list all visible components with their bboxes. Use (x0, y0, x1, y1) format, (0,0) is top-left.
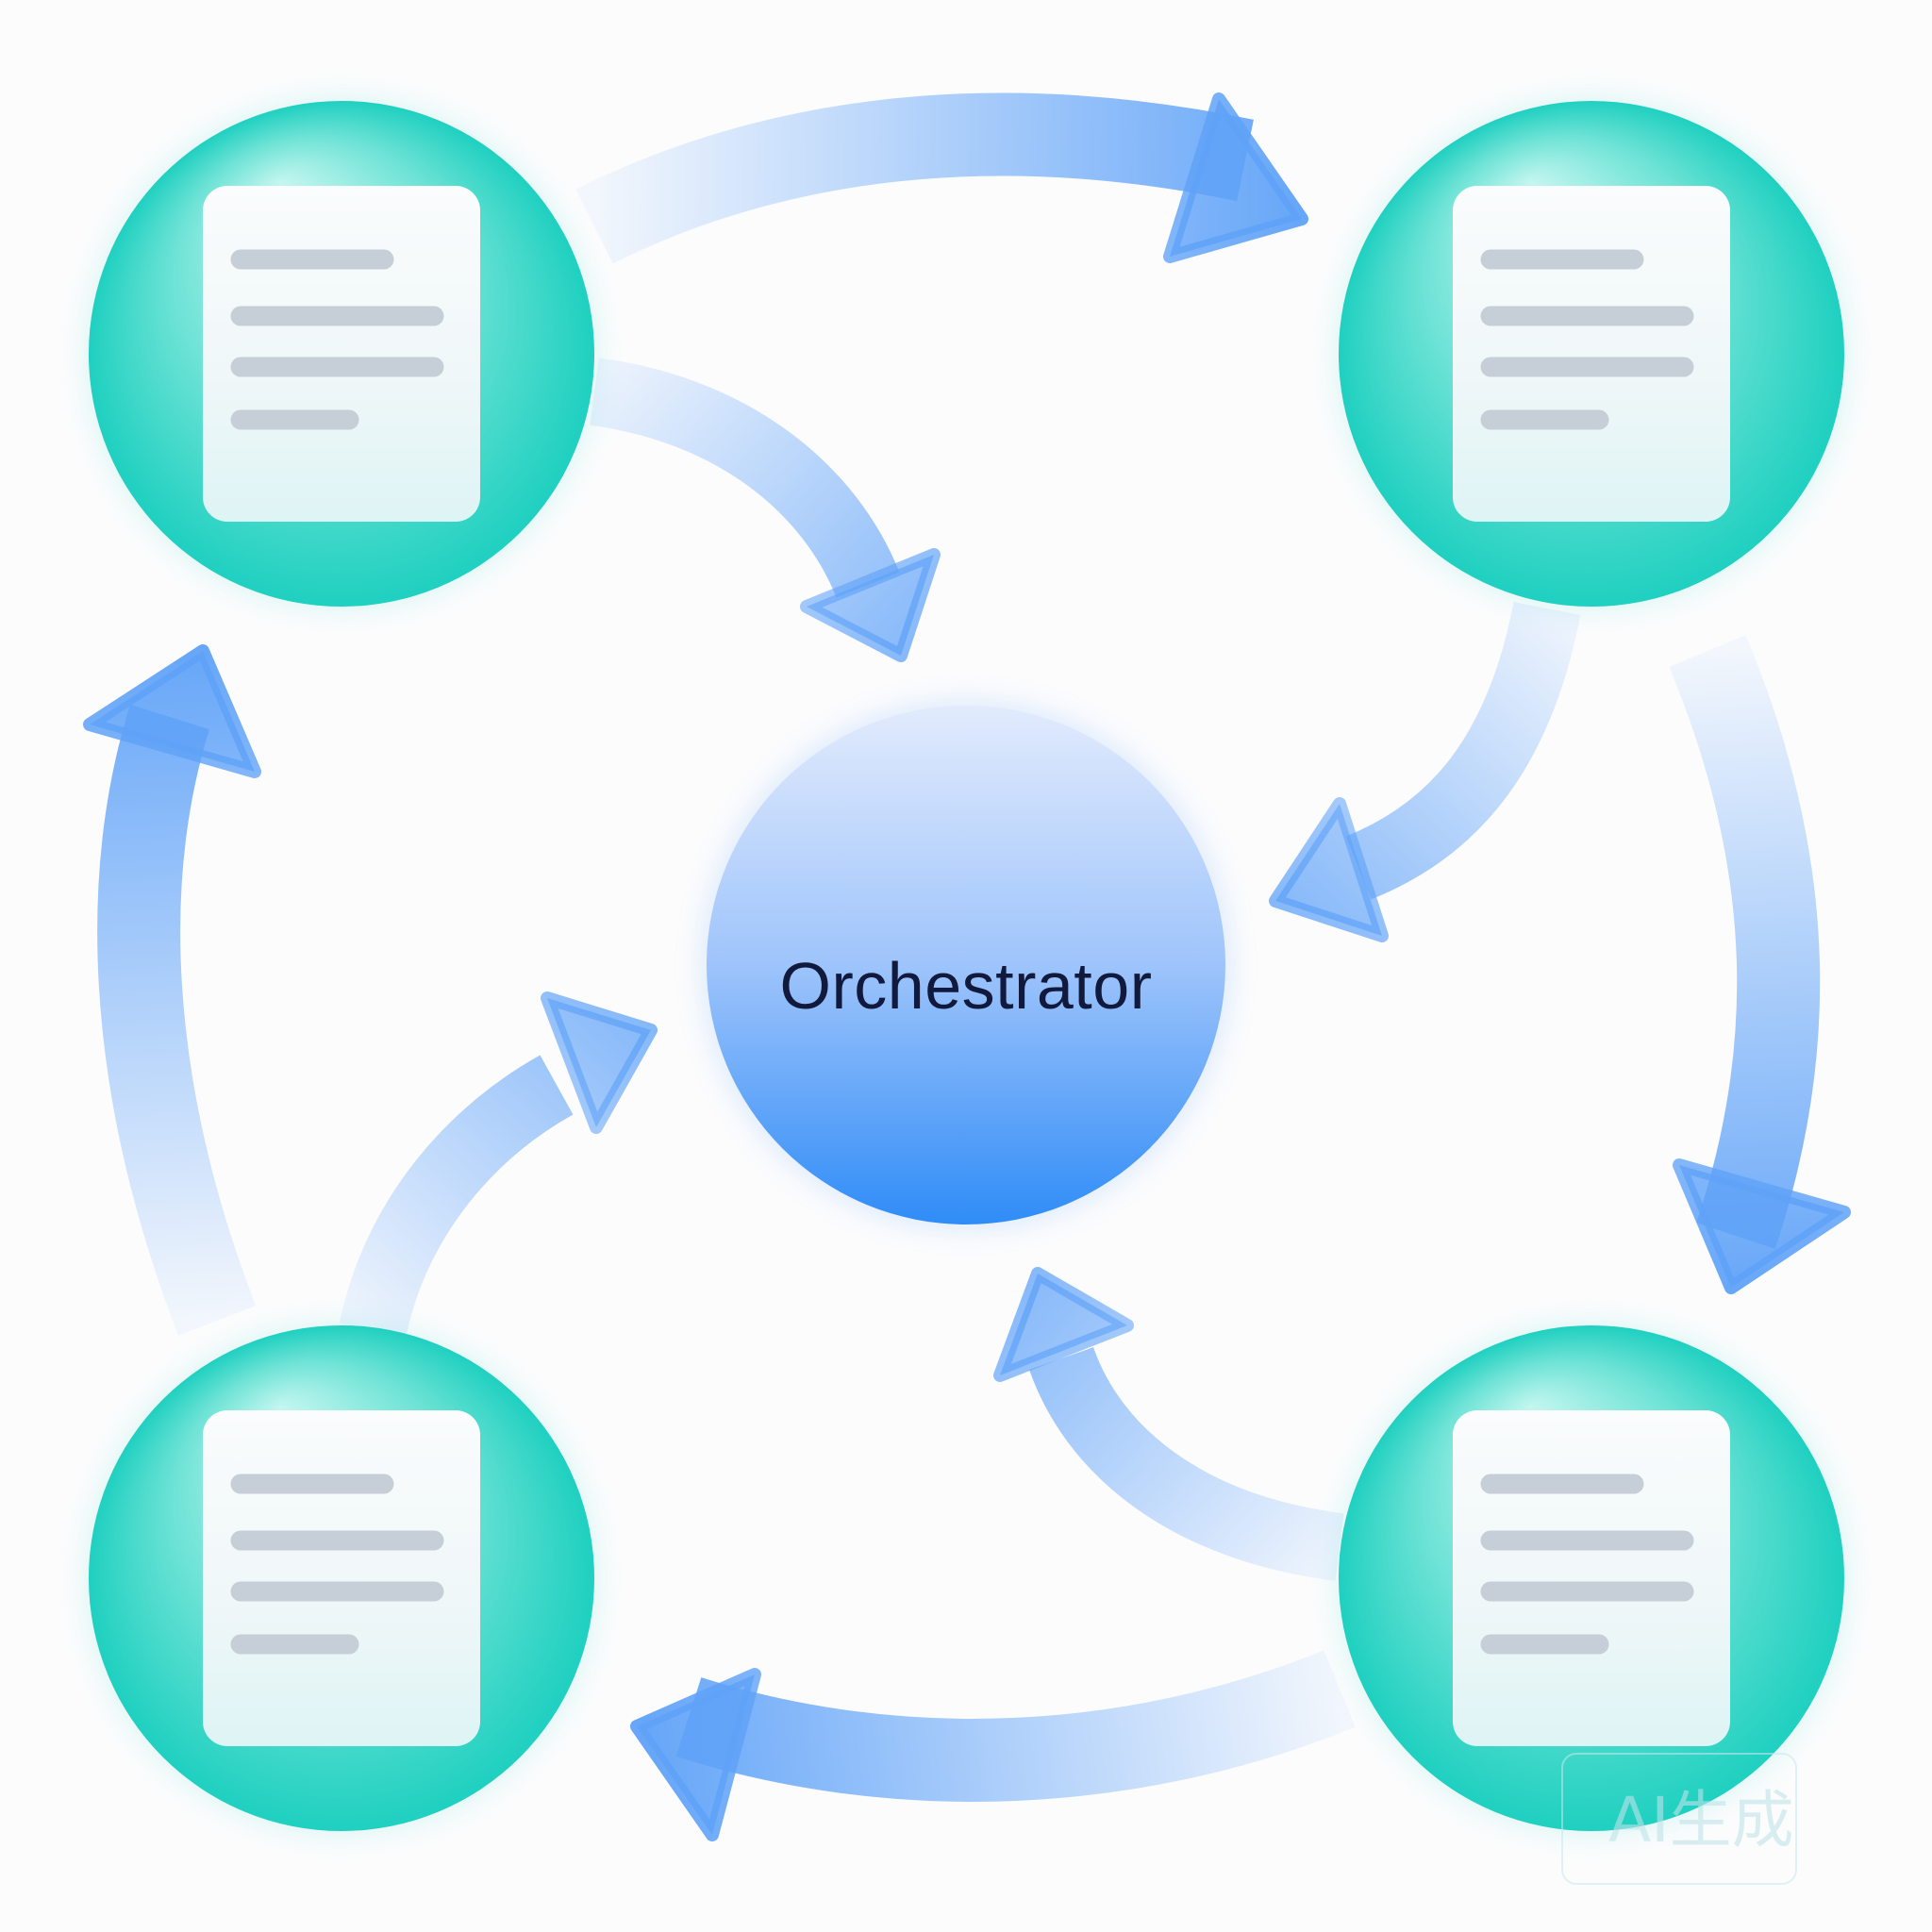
arrow-bottom-right-to-orchestrator (993, 1267, 1344, 1581)
arrow-top-left-to-orchestrator (589, 358, 941, 662)
document-icon (203, 186, 480, 522)
agent-node-top-right (1339, 101, 1844, 607)
ai-generated-watermark: AI生成 (1561, 1753, 1797, 1885)
agent-node-bottom-right (1339, 1325, 1844, 1831)
arrow-bottom-left-to-orchestrator (339, 991, 658, 1338)
agent-node-top-left (89, 101, 594, 607)
agent-node-bottom-left (89, 1325, 594, 1831)
arrow-top-right-to-orchestrator (1269, 602, 1581, 942)
arrow-top-left-to-top-right (575, 92, 1308, 264)
document-icon (1453, 1410, 1730, 1746)
arrow-top-right-to-bottom-right (1669, 635, 1851, 1294)
orchestrator-node (707, 706, 1225, 1224)
orchestrator-label: Orchestrator (779, 949, 1153, 1023)
arrow-bottom-left-to-top-left (83, 644, 261, 1336)
document-icon (203, 1410, 480, 1746)
document-icon (1453, 186, 1730, 522)
arrow-bottom-right-to-bottom-left (630, 1650, 1356, 1841)
